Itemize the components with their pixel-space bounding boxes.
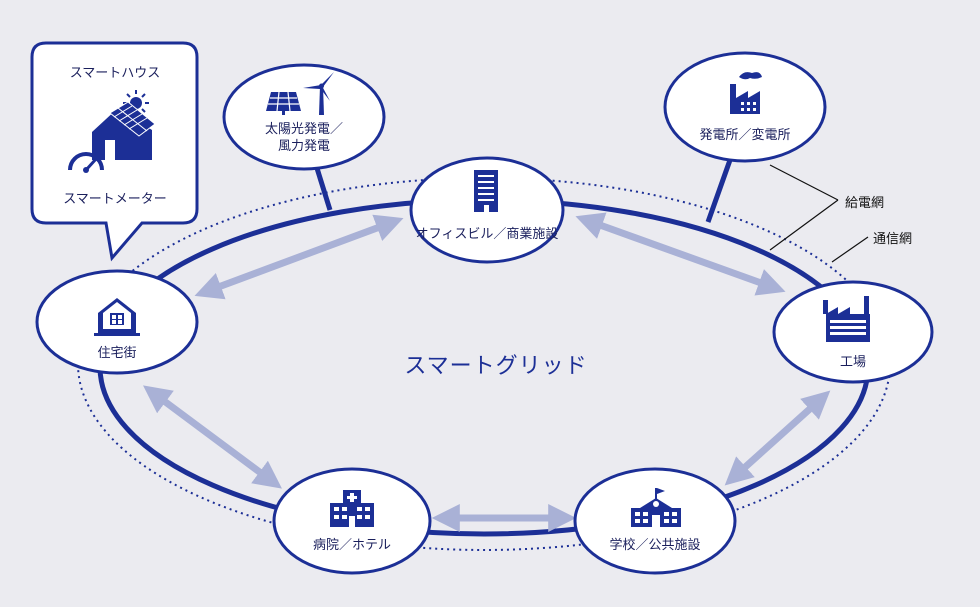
arrow-office-residential <box>194 214 404 300</box>
legend-communication-network: 通信網 <box>873 232 913 247</box>
power-plant-icon <box>730 72 762 114</box>
solar-wind-node <box>222 63 386 171</box>
wind-turbine-icon <box>303 72 334 115</box>
solar-panel-icon <box>266 91 301 115</box>
arrow-residential-hospital <box>143 385 282 489</box>
diagram-title: スマートグリッド <box>404 354 588 379</box>
meter-gauge-icon <box>68 152 104 173</box>
arrow-factory-school <box>724 390 831 486</box>
hospital-icon <box>330 490 374 527</box>
factory-icon <box>823 296 870 342</box>
sun-icon <box>123 90 149 116</box>
smart-house-icon <box>68 90 156 173</box>
legend-line-comm <box>831 236 869 263</box>
factory-label: 工場 <box>839 355 867 370</box>
school-icon <box>631 488 681 527</box>
office-building-icon <box>474 170 498 212</box>
legend-line-grid-1 <box>769 164 839 201</box>
office-label: オフィスビル／商業施設 <box>415 227 559 242</box>
hospital-label: 病院／ホテル <box>312 538 392 553</box>
residential-label: 住宅街 <box>97 346 137 361</box>
smart-house-title: スマートハウス <box>69 66 161 81</box>
arrow-office-factory <box>575 212 786 296</box>
school-label: 学校／公共施設 <box>609 538 701 553</box>
solar-wind-label-line1: 太陽光発電／ <box>264 122 344 137</box>
power-plant-label: 発電所／変電所 <box>699 128 791 143</box>
power-plant-connector <box>705 159 733 223</box>
legend-power-grid: 給電網 <box>845 196 885 211</box>
solar-wind-label: 太陽光発電／ 風力発電 <box>265 121 343 155</box>
house-icon <box>94 298 140 336</box>
solar-wind-label-line2: 風力発電 <box>277 139 331 154</box>
solar-connector <box>313 164 333 211</box>
legend-line-grid-2 <box>769 199 839 251</box>
smart-meter-label: スマートメーター <box>63 192 167 207</box>
